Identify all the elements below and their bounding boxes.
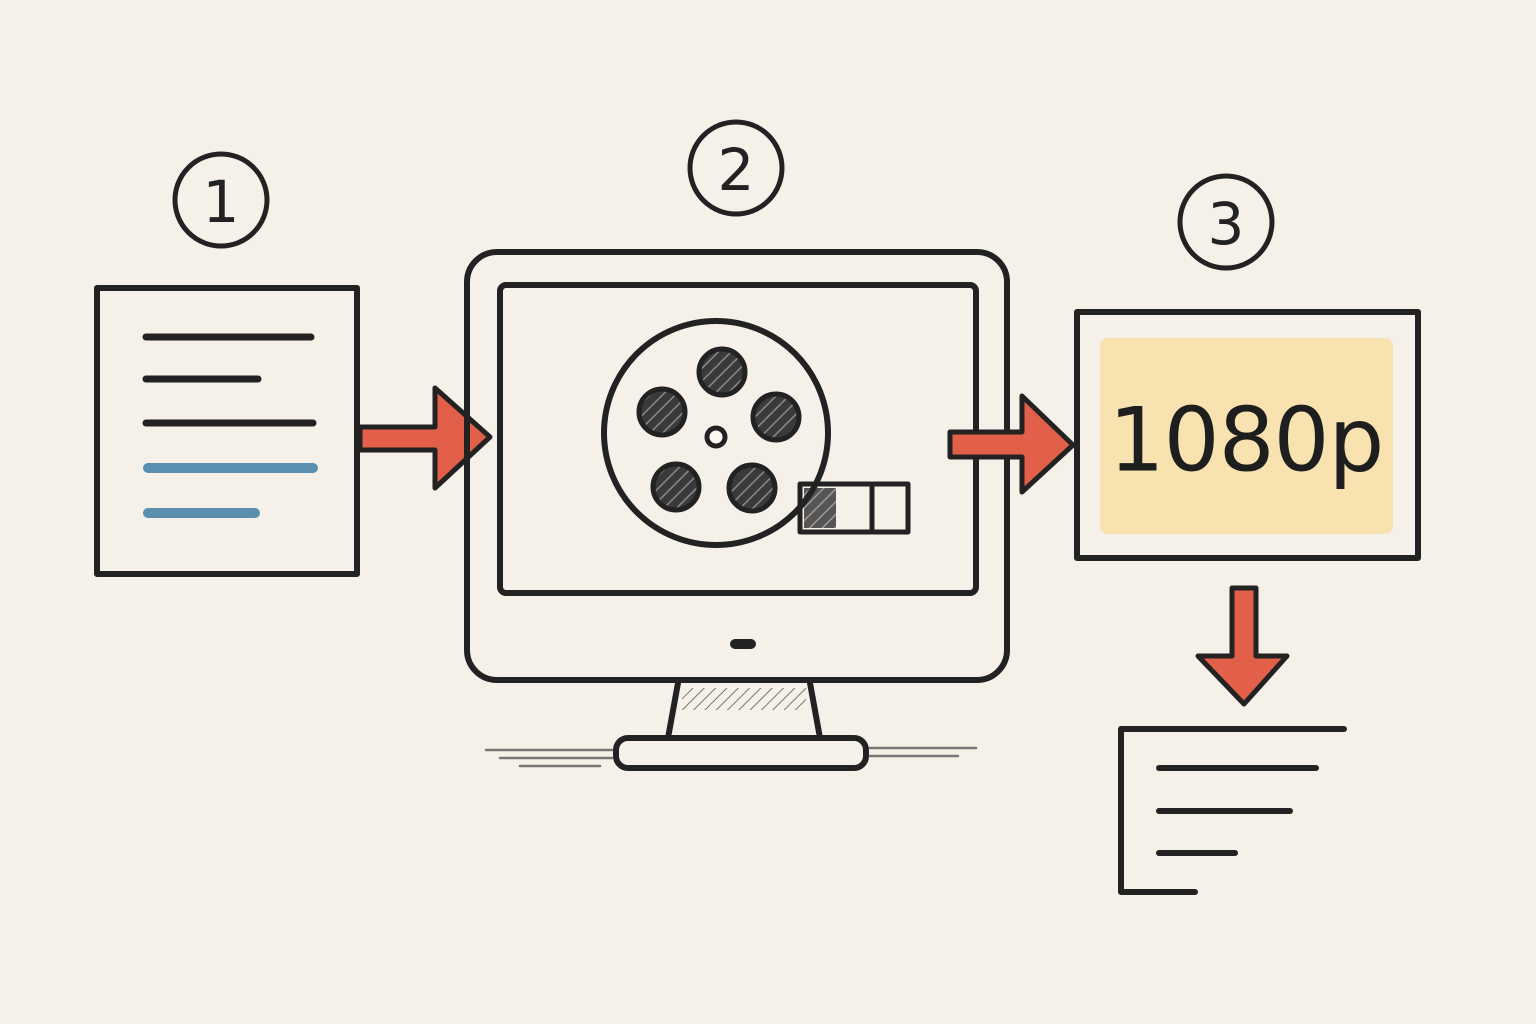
monitor-bezel	[464, 249, 1010, 683]
stand-shading	[682, 688, 806, 710]
reel-hole	[650, 461, 702, 513]
reel-hole	[696, 346, 748, 398]
step-1-number: 1	[203, 168, 240, 236]
step-1-circle	[172, 151, 270, 249]
monitor-icon	[464, 249, 1010, 771]
resolution-highlight	[1100, 338, 1393, 534]
arrow-right-icon	[947, 393, 1076, 495]
film-reel-icon	[601, 318, 911, 548]
document-frame	[94, 285, 360, 577]
arrow-down-icon	[1195, 585, 1290, 707]
step-1-badge: 1	[172, 151, 270, 249]
reel-hole	[726, 462, 778, 514]
arrow-right-icon	[357, 385, 493, 491]
resolution-panel: 1080p	[1074, 309, 1421, 561]
resolution-label: 1080p	[1109, 389, 1384, 492]
resolution-frame	[1074, 309, 1421, 561]
reel-hole	[636, 386, 688, 438]
document-icon	[94, 285, 360, 577]
monitor-logo	[730, 639, 756, 649]
step-3-badge: 3	[1177, 173, 1275, 271]
monitor-screen	[497, 282, 979, 596]
step-3-number: 3	[1208, 190, 1245, 258]
step-3-circle	[1177, 173, 1275, 271]
step-2-badge: 2	[687, 119, 785, 217]
monitor-base	[613, 735, 869, 771]
output-document-icon	[1118, 726, 1347, 895]
step-2-number: 2	[718, 136, 755, 204]
floor-shadow	[484, 746, 978, 768]
output-document-frame	[1118, 726, 1347, 895]
step-2-circle	[687, 119, 785, 217]
reel-hub	[704, 425, 728, 449]
reel-hole	[750, 391, 802, 443]
reel-outer	[601, 318, 831, 548]
